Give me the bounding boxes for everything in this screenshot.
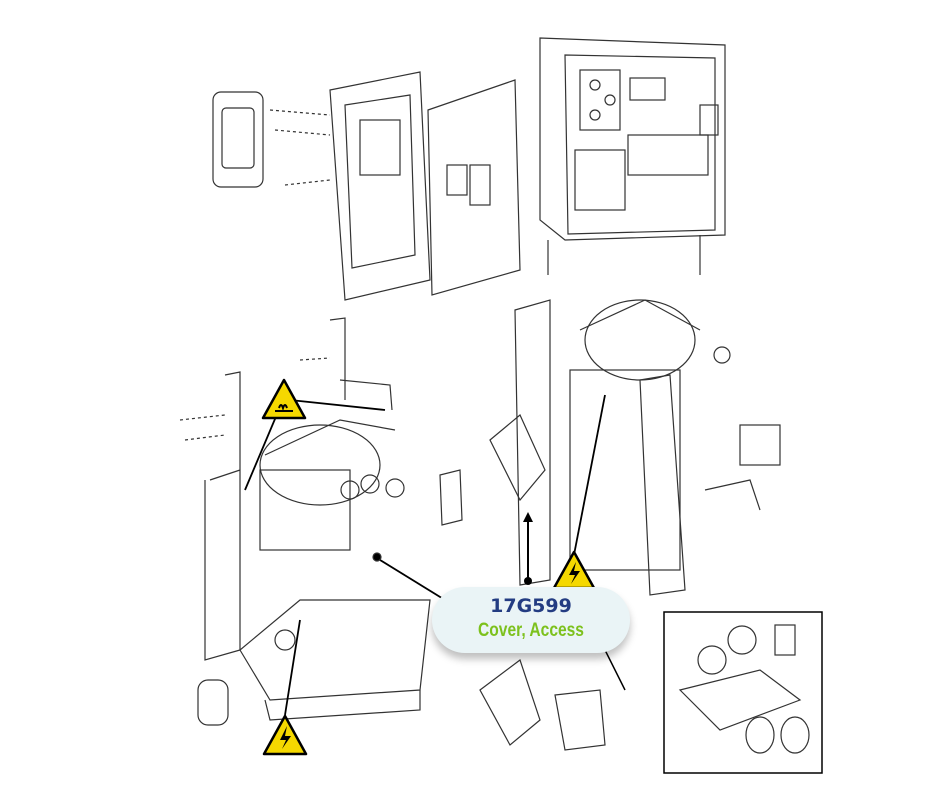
electrical-hazard-warning-icon: [262, 714, 308, 756]
part-number: 17G599: [490, 595, 572, 617]
control-box-assembly: [212, 37, 726, 301]
part-description: Cover, Access: [478, 620, 584, 641]
hot-surface-warning-icon: [261, 378, 307, 420]
part-callout[interactable]: 17G599 Cover, Access: [432, 587, 630, 653]
pump-unit-left: [179, 317, 463, 726]
pump-unit-right: [479, 299, 781, 751]
detail-inset: [663, 611, 823, 774]
electrical-hazard-warning-icon: [552, 550, 596, 590]
